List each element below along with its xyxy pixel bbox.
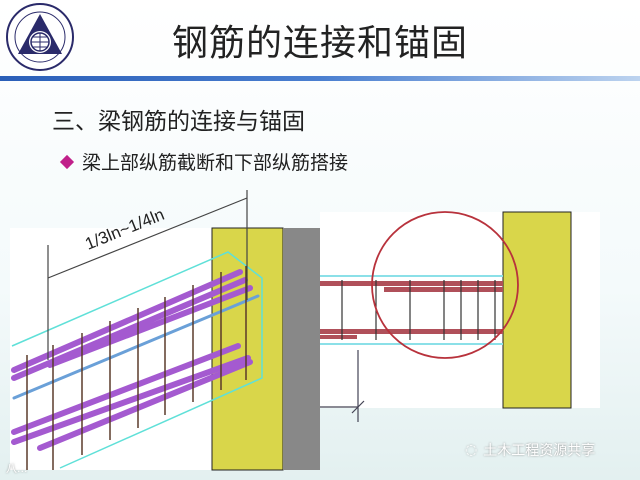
bullet-item: 梁上部纵筋截断和下部纵筋搭接 — [59, 148, 349, 175]
wechat-icon: ◌ — [465, 442, 478, 458]
wall-gray-right — [310, 228, 320, 420]
section-heading: 三、梁钢筋的连接与锚固 — [52, 109, 305, 135]
bullet-text: 梁上部纵筋截断和下部纵筋搭接 — [82, 152, 349, 174]
slide-title: 钢筋的连接和锚固 — [171, 23, 468, 64]
university-logo — [6, 3, 74, 71]
watermark-right: ◌ 土木工程资源共享 — [465, 440, 595, 460]
watermark-text: 土木工程资源共享 — [483, 443, 596, 459]
header-divider — [0, 76, 640, 81]
watermark-left: 八... — [6, 462, 28, 475]
highlight-circle — [371, 211, 519, 359]
stirrups — [26, 266, 247, 470]
dimension-line — [47, 190, 248, 360]
beam-outline — [11, 251, 263, 469]
section-dimension — [320, 350, 365, 422]
